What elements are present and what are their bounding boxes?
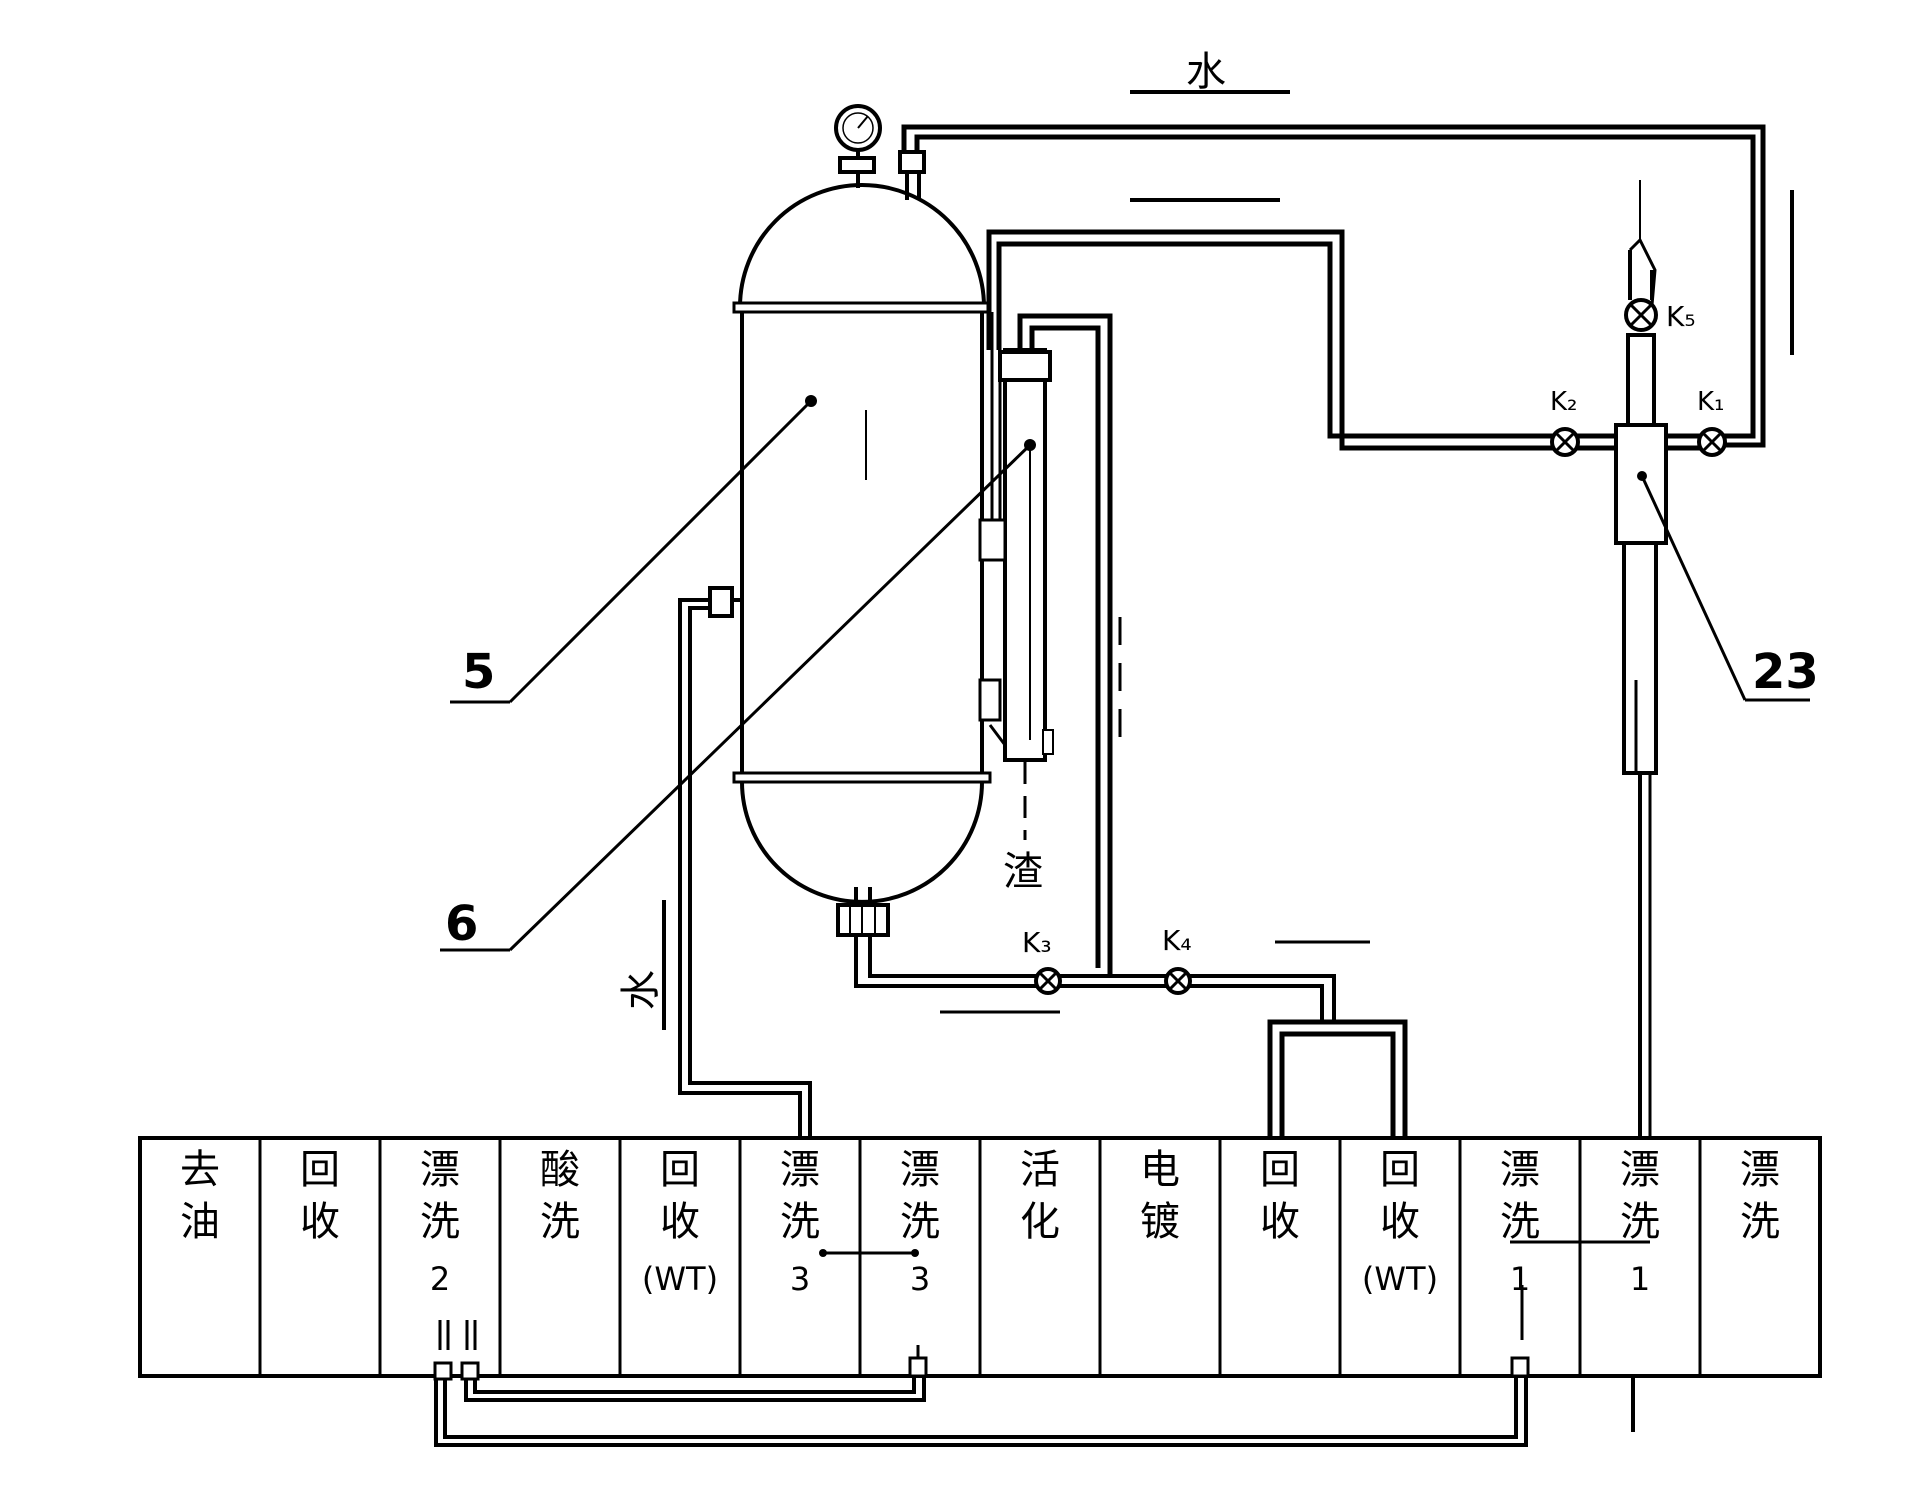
tank-cell: 漂洗 1 xyxy=(1620,1147,1660,1298)
tank-label-l1: 去 xyxy=(180,1147,220,1193)
tank-label-l2: 洗 xyxy=(420,1199,460,1245)
valve-k4-icon[interactable] xyxy=(1164,967,1192,995)
tank-label-l1: 回 xyxy=(660,1147,700,1193)
callout-filter-6: 6 xyxy=(445,896,478,952)
tank-label-l1: 漂 xyxy=(780,1147,820,1193)
top-water-pipe xyxy=(898,90,1794,448)
tank-label-l1: 回 xyxy=(1380,1147,1420,1193)
tank-label-l2: 化 xyxy=(1020,1199,1060,1245)
tank-cell: 漂洗 xyxy=(1740,1147,1780,1245)
tank-label-l2: 收 xyxy=(660,1199,700,1245)
callout-leaders xyxy=(440,399,1810,952)
tank-label-l1: 漂 xyxy=(1620,1147,1660,1193)
bottom-drain-pipe xyxy=(854,935,1408,1140)
water-label-top: 水 xyxy=(1186,49,1226,95)
tank-to-ejector-pipe xyxy=(986,229,1545,740)
tank-cell: 漂洗 3 xyxy=(780,1147,820,1298)
tank-label-l2: 油 xyxy=(180,1199,220,1245)
tank-cell: 回收 (WT) xyxy=(642,1147,718,1298)
tank-label-l3: 1 xyxy=(1510,1260,1530,1298)
tank-label-l1: 活 xyxy=(1020,1147,1060,1193)
tank-label-l3: (WT) xyxy=(642,1260,718,1298)
tank-cell: 活化 xyxy=(1020,1147,1060,1245)
residue-label: 渣 xyxy=(1003,849,1043,895)
valve-k3-icon[interactable] xyxy=(1034,967,1062,995)
tank-cell: 酸洗 xyxy=(540,1147,580,1245)
bottom-interconnect-pipes xyxy=(433,1285,1530,1447)
valve-k4-label: K₄ xyxy=(1162,924,1192,957)
callout-ejector-23: 23 xyxy=(1752,644,1819,700)
tank-cell: 回收 (WT) xyxy=(1362,1147,1438,1298)
valve-k1-icon[interactable] xyxy=(1697,427,1727,457)
ejector-assembly xyxy=(1545,180,1712,1145)
pressure-gauge-icon xyxy=(834,104,882,188)
process-tank-row: 去油回收漂洗2酸洗回收(WT)漂洗3漂洗3活化电镀回收回收(WT)漂洗1漂洗1漂… xyxy=(138,1136,1822,1432)
tank-label-l2: 洗 xyxy=(900,1199,940,1245)
tank-label-l2: 镀 xyxy=(1140,1199,1180,1245)
tank-label-l2: 洗 xyxy=(780,1199,820,1245)
valve-k2-icon[interactable] xyxy=(1550,427,1580,457)
tank-label-l3: (WT) xyxy=(1362,1260,1438,1298)
tank-label-l2: 洗 xyxy=(1620,1199,1660,1245)
tank-label-l2: 收 xyxy=(1380,1199,1420,1245)
tank-label-l2: 收 xyxy=(1260,1199,1300,1245)
tank-label-l1: 漂 xyxy=(1740,1147,1780,1193)
tank-label-l1: 漂 xyxy=(1500,1147,1540,1193)
valve-k5-label: K₅ xyxy=(1666,300,1696,333)
tank-label-l3: 1 xyxy=(1630,1260,1650,1298)
storage-tank xyxy=(708,183,992,937)
valve-k3-label: K₃ xyxy=(1022,926,1052,959)
tank-cell: 漂洗 3 xyxy=(900,1147,940,1298)
tank-label-l1: 回 xyxy=(300,1147,340,1193)
left-water-pipe xyxy=(662,598,812,1138)
tank-cell: 回收 xyxy=(300,1147,340,1245)
tank-label-l1: 回 xyxy=(1260,1147,1300,1193)
tank-label-l3: 2 xyxy=(430,1260,450,1298)
valve-k2-label: K₂ xyxy=(1550,387,1577,417)
valve-k1-label: K₁ xyxy=(1697,387,1724,417)
tank-label-l3: 3 xyxy=(910,1260,930,1298)
tank-cell: 回收 xyxy=(1260,1147,1300,1245)
callout-tank-5: 5 xyxy=(462,644,495,700)
tank-label-l1: 漂 xyxy=(900,1147,940,1193)
tank-cell: 漂洗 1 xyxy=(1500,1147,1540,1298)
tank-cell: 电镀 xyxy=(1140,1147,1180,1245)
tank-cell: 漂洗 2 xyxy=(420,1147,460,1298)
tank-label-l1: 酸 xyxy=(540,1147,580,1193)
tank-cell: 去油 xyxy=(180,1147,220,1245)
filter-column xyxy=(978,312,1113,978)
tank-label-l3: 3 xyxy=(790,1260,810,1298)
tank-label-l1: 电 xyxy=(1140,1147,1180,1193)
tank-label-l2: 洗 xyxy=(1500,1199,1540,1245)
water-label-left: 水 xyxy=(618,970,664,1010)
tank-label-l1: 漂 xyxy=(420,1147,460,1193)
tank-label-l2: 洗 xyxy=(540,1199,580,1245)
tank-label-l2: 收 xyxy=(300,1199,340,1245)
valve-k5-icon[interactable] xyxy=(1624,298,1658,332)
tank-label-l2: 洗 xyxy=(1740,1199,1780,1245)
